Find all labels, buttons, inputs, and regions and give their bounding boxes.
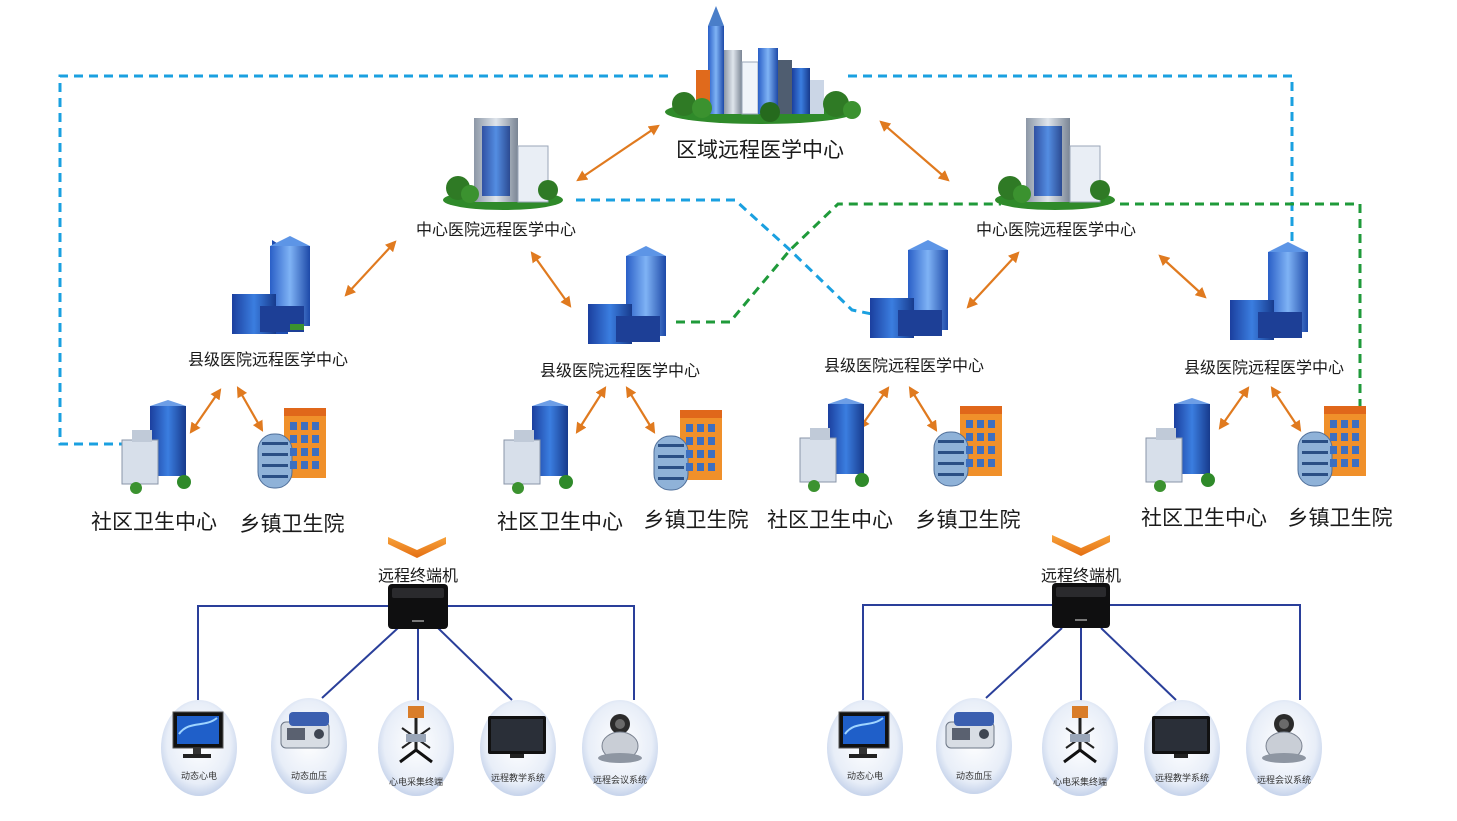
central-hospital-icon: [443, 118, 563, 210]
community-center-icon: [121, 400, 191, 494]
device-bubble: [1246, 700, 1322, 796]
device-label: 动态心电: [846, 772, 884, 782]
device-label: 动态血压: [290, 772, 328, 782]
device-label: 远程会议系统: [592, 776, 648, 786]
terminal-chevrons: [388, 535, 1110, 558]
device-bubble: [1144, 700, 1220, 796]
device-bubbles: [161, 698, 1322, 796]
ecg-stand-icon: [399, 706, 433, 764]
device-bubble: [827, 700, 903, 796]
blood-pressure-device-icon: [945, 712, 995, 749]
county-hospital-label: 县级医院远程医学中心: [823, 356, 985, 375]
tv-icon: [1152, 716, 1210, 758]
ecg-stand-icon: [1063, 706, 1097, 764]
webcam-icon: [598, 714, 642, 763]
device-label: 心电采集终端: [1052, 778, 1108, 788]
community-center-icons: [121, 398, 1215, 494]
community-center-label: 社区卫生中心: [1141, 506, 1267, 530]
county-hospital-icon: [232, 236, 310, 334]
chevron-down-icon: [388, 537, 446, 558]
community-center-label: 社区卫生中心: [767, 508, 893, 532]
green-dashed-links: [676, 202, 1362, 408]
device-bubble: [271, 698, 347, 794]
device-bubble: [378, 700, 454, 796]
terminal-box: [388, 584, 448, 629]
community-center-icon: [1145, 398, 1215, 492]
city-skyline-icon: [665, 6, 861, 124]
township-hospital-icons: [257, 406, 1366, 491]
township-hospital-icon: [653, 410, 722, 491]
regional-center-label: 区域远程医学中心: [676, 138, 844, 162]
terminal-label: 远程终端机: [377, 566, 459, 585]
township-hospital-icon: [1297, 406, 1366, 487]
county-hospital-icon: [870, 240, 948, 338]
township-hospital-icon: [933, 406, 1002, 487]
terminal-box: [1052, 583, 1110, 628]
community-center-label: 社区卫生中心: [497, 510, 623, 534]
county-hospital-icon: [588, 246, 666, 344]
device-label: 动态血压: [955, 772, 993, 782]
community-center-label: 社区卫生中心: [91, 510, 217, 534]
county-hospital-label: 县级医院远程医学中心: [539, 361, 701, 380]
device-label: 远程教学系统: [1154, 774, 1210, 784]
central-hospital-icon: [995, 118, 1115, 210]
central-hospital-label: 中心医院远程医学中心: [975, 220, 1137, 239]
device-label: 远程教学系统: [490, 774, 546, 784]
device-bubble: [480, 700, 556, 796]
device-bubble: [582, 700, 658, 796]
device-bubble: [161, 700, 237, 796]
county-hospital-label: 县级医院远程医学中心: [187, 350, 349, 369]
device-label: 动态心电: [180, 772, 218, 782]
tv-icon: [488, 716, 546, 758]
device-bubble: [1042, 700, 1118, 796]
blood-pressure-device-icon: [280, 712, 330, 749]
township-hospital-icon: [257, 408, 326, 489]
township-hospital-label: 乡镇卫生院: [915, 508, 1021, 532]
orange-arrows: [189, 120, 1302, 434]
terminal-label: 远程终端机: [1040, 566, 1122, 585]
township-hospital-label: 乡镇卫生院: [1287, 506, 1393, 530]
county-hospital-icon: [1230, 242, 1308, 340]
monitor-icon: [172, 711, 224, 758]
chevron-down-icon: [1052, 535, 1110, 556]
device-label: 心电采集终端: [388, 778, 444, 788]
township-hospital-label: 乡镇卫生院: [239, 512, 345, 536]
monitor-icon: [838, 711, 890, 758]
webcam-icon: [1262, 714, 1306, 763]
community-center-icon: [503, 400, 573, 494]
device-label: 远程会议系统: [1256, 776, 1312, 786]
county-hospital-label: 县级医院远程医学中心: [1183, 358, 1345, 377]
township-hospital-label: 乡镇卫生院: [643, 508, 749, 532]
community-center-icon: [799, 398, 869, 492]
device-wiring: [197, 604, 1301, 706]
device-bubble: [936, 698, 1012, 794]
central-hospital-label: 中心医院远程医学中心: [415, 220, 577, 239]
blue-dashed-links: [58, 74, 1294, 446]
